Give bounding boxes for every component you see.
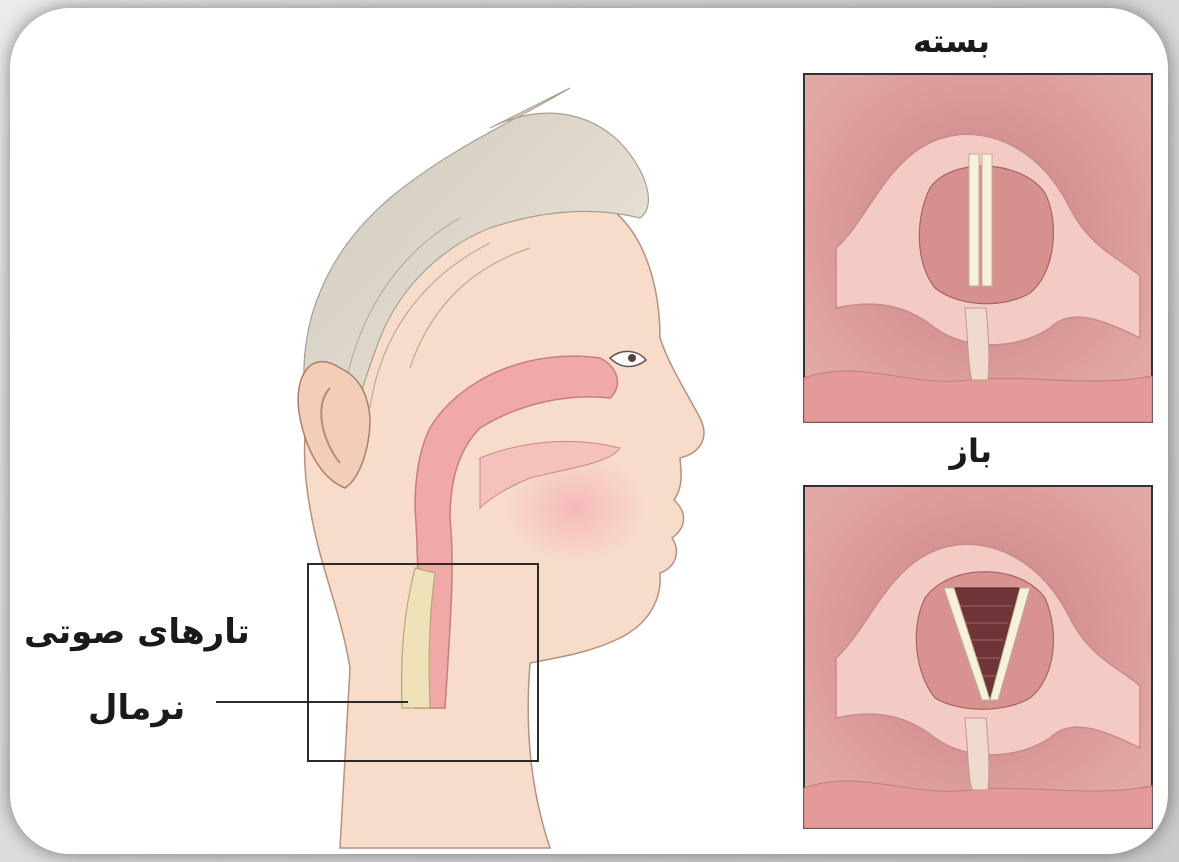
open-cords-panel [804,486,1152,828]
head-profile [216,88,704,848]
open-label: باز [950,432,992,470]
closed-cords-panel [804,74,1152,422]
vocal-cords-label: تارهای صوتی [24,612,250,652]
closed-label: بسته [913,22,990,60]
normal-label: نرمال [88,688,185,728]
figure-card: بسته باز تارهای صوتی نرمال [10,8,1168,854]
